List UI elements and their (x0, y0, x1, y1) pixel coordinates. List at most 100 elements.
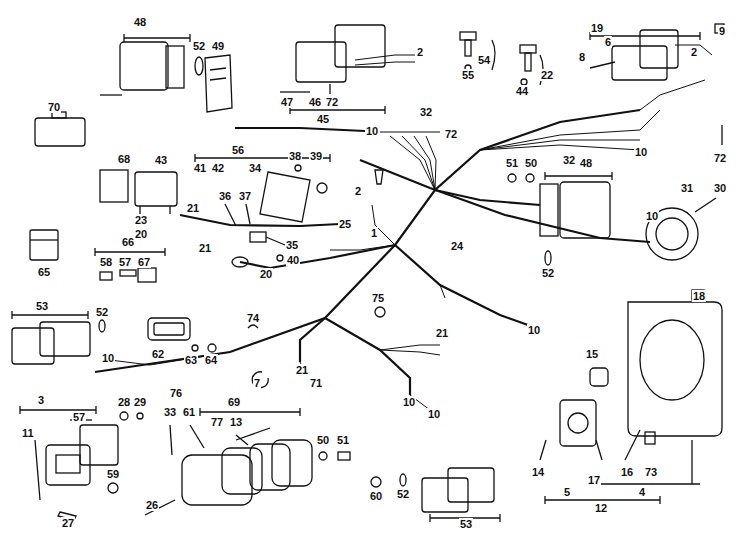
callout-number: 47 (280, 96, 294, 108)
callout-number: 54 (477, 54, 491, 66)
callout-number: 29 (133, 396, 147, 408)
callout-number: 12 (594, 502, 608, 514)
callout-number: 39 (309, 150, 323, 162)
callout-number: 75 (371, 292, 385, 304)
callout-number: 67 (137, 256, 151, 268)
callout-number: 72 (444, 128, 458, 140)
callout-number: 16 (620, 466, 634, 478)
callout-number: 46 (308, 96, 322, 108)
callout-number: 72 (713, 152, 727, 164)
callout-number: 18 (692, 290, 706, 302)
callout-number: 20 (134, 228, 148, 240)
callout-number: 2 (690, 46, 698, 58)
callout-number: 62 (151, 348, 165, 360)
callout-number: 10 (365, 125, 379, 137)
callout-number: 74 (246, 312, 260, 324)
callout-number: 3 (37, 394, 45, 406)
callout-number: 2 (416, 46, 424, 58)
callout-number: 69 (227, 396, 241, 408)
callout-number: 25 (338, 218, 352, 230)
callout-number: 50 (524, 157, 538, 169)
callout-number: 33 (163, 406, 177, 418)
callout-number: 53 (35, 300, 49, 312)
callout-number: 48 (133, 16, 147, 28)
callout-number: 19 (590, 22, 604, 34)
callout-number: 10 (101, 352, 115, 364)
callout-number: 71 (309, 377, 323, 389)
callout-number: 52 (541, 267, 555, 279)
callout-number: 68 (117, 153, 131, 165)
callout-number: 21 (295, 364, 309, 376)
callout-number: 14 (531, 466, 545, 478)
callout-number: 5 (563, 486, 571, 498)
callout-number: 37 (238, 190, 252, 202)
callout-number: 53 (459, 518, 473, 530)
callout-number: 51 (505, 157, 519, 169)
callout-number: 15 (585, 348, 599, 360)
callout-number: 7 (253, 377, 261, 389)
callout-number: 24 (450, 240, 464, 252)
callout-number: 50 (316, 434, 330, 446)
callout-number: 57 (118, 256, 132, 268)
callout-number: 32 (562, 154, 576, 166)
callout-number: 1 (370, 227, 378, 239)
callout-number: 28 (117, 396, 131, 408)
callout-number: 42 (211, 162, 225, 174)
callout-number: 64 (204, 354, 218, 366)
callout-number: 10 (427, 408, 441, 420)
callout-number: 27 (61, 517, 75, 529)
callout-number: 10 (634, 146, 648, 158)
callout-number: 4 (638, 486, 646, 498)
callout-number: 72 (325, 96, 339, 108)
callout-number: 32 (419, 106, 433, 118)
callout-number: 48 (579, 157, 593, 169)
callout-number: 44 (515, 85, 529, 97)
callout-number: 10 (402, 396, 416, 408)
callout-number: 55 (461, 69, 475, 81)
callout-number: 66 (121, 236, 135, 248)
callout-number: 60 (369, 490, 383, 502)
callout-number: 30 (713, 182, 727, 194)
callout-number: 70 (47, 101, 61, 113)
callout-number: 23 (134, 214, 148, 226)
callout-number: 21 (198, 242, 212, 254)
callout-number: 43 (154, 154, 168, 166)
callout-number: 35 (285, 239, 299, 251)
callout-number: 40 (286, 254, 300, 266)
callout-number: 65 (37, 266, 51, 278)
callout-number: 76 (169, 387, 183, 399)
callout-number: 34 (248, 162, 262, 174)
callout-number: 21 (435, 327, 449, 339)
callout-number: 22 (540, 69, 554, 81)
callout-number: 20 (259, 268, 273, 280)
callout-number: 17 (587, 474, 601, 486)
callout-number: 2 (354, 185, 362, 197)
callout-number: 52 (396, 488, 410, 500)
callout-number: 58 (99, 256, 113, 268)
callout-number: 10 (645, 210, 659, 222)
callout-number: 9 (718, 25, 726, 37)
callout-number: 49 (211, 40, 225, 52)
callout-number: 77 (210, 416, 224, 428)
callout-number: 52 (95, 306, 109, 318)
callout-number: 10 (527, 324, 541, 336)
callout-number: 61 (182, 406, 196, 418)
callout-number: 31 (680, 182, 694, 194)
callout-number: 52 (192, 40, 206, 52)
callout-number: 57 (72, 411, 86, 423)
callout-number: 13 (229, 416, 243, 428)
callout-number: 8 (578, 51, 586, 63)
callout-number: 38 (288, 150, 302, 162)
callout-number: 45 (316, 113, 330, 125)
callout-number: 21 (186, 202, 200, 214)
callout-number: 51 (336, 434, 350, 446)
callout-number: 63 (184, 354, 198, 366)
callout-number: 36 (218, 190, 232, 202)
callout-number: 56 (231, 144, 245, 156)
callout-number: 11 (21, 427, 35, 439)
callout-number: 41 (193, 162, 207, 174)
callout-number: 6 (604, 36, 612, 48)
callout-number: 59 (106, 468, 120, 480)
callout-number: 26 (145, 499, 159, 511)
